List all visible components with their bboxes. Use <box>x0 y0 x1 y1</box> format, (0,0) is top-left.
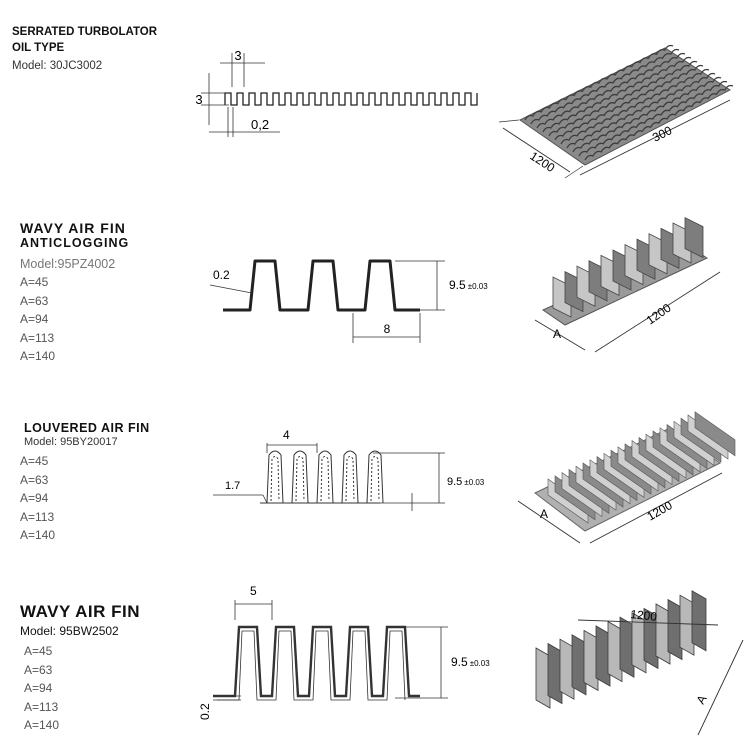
a-value: A=113 <box>20 509 55 524</box>
dim-pitch-label: 5 <box>250 584 257 598</box>
dim-a-label: A <box>540 507 548 521</box>
wavy-fin-profile-drawing: 5 9.5±0.03 0.2 <box>198 584 490 720</box>
fin-row <box>530 48 680 125</box>
a-value: A=140 <box>20 349 56 363</box>
dim-height-label: 9.5±0.03 <box>451 655 490 669</box>
a-value: A=140 <box>24 718 60 732</box>
section-title-line-1: LOUVERED AIR FIN <box>24 421 150 435</box>
dim-a-label: A <box>693 693 709 707</box>
wavy-fin-3d-view: 1200 A <box>535 590 744 736</box>
a-value: A=63 <box>20 293 49 308</box>
wavy-profile-inner <box>217 630 406 701</box>
louver-inner <box>270 456 280 502</box>
fin-plate <box>684 216 704 259</box>
wavy-profile-line <box>213 625 420 698</box>
section-title-line-1: WAVY AIR FIN <box>20 220 126 236</box>
serrated-profile-line <box>224 92 478 106</box>
dim-thickness-label: 0.2 <box>213 268 230 282</box>
a-value: A=63 <box>20 472 49 487</box>
wavy-fin-3d-view: A 1200 <box>534 216 721 353</box>
louvered-profile-drawing: 4 9.5±0.03 1.7 <box>213 428 485 511</box>
dim-height-label: 9.5±0.03 <box>447 476 485 488</box>
louver-inner <box>370 456 380 502</box>
fin-row <box>548 60 698 137</box>
model-number: Model: 30JC3002 <box>12 60 103 72</box>
section-title-line-1: SERRATED TURBOLATOR <box>12 26 158 38</box>
a-value: A=94 <box>20 312 49 326</box>
a-value: A=45 <box>20 454 49 468</box>
fin-row <box>572 76 722 153</box>
dim-pitch-label: 8 <box>384 322 391 336</box>
section-title-line-1: WAVY AIR FIN <box>20 602 140 621</box>
dim-a-label: A <box>553 327 561 341</box>
louver-inner <box>295 456 305 502</box>
model-number: Model: 95BY20017 <box>24 436 118 448</box>
dim-pitch-label: 4 <box>283 428 290 442</box>
section-louvered-air-fin: LOUVERED AIR FIN Model: 95BY20017 A=45 A… <box>0 411 753 578</box>
a-value: A=94 <box>20 491 49 505</box>
louvered-fin-3d-view: A 1200 <box>517 411 736 544</box>
a-value: A=63 <box>24 662 53 677</box>
dim-thickness-label: 0,2 <box>251 117 269 132</box>
fin-row <box>566 72 716 149</box>
a-value: A=45 <box>24 644 53 658</box>
louver-loop <box>291 450 309 504</box>
section-wavy-air-fin: WAVY AIR FIN Model: 95BW2502 A=45 A=63 A… <box>0 580 753 743</box>
louver-loop <box>341 450 359 504</box>
louver-inner <box>320 456 330 502</box>
dim-width-label: 1200 <box>527 149 557 175</box>
a-values-list: A=45 A=63 A=94 A=113 A=140 <box>20 273 55 366</box>
louver-plate <box>694 411 736 457</box>
a-value: A=94 <box>24 681 53 695</box>
fin-row <box>554 64 704 141</box>
dim-height-label: 3 <box>195 92 202 107</box>
dim-length-label: 1200 <box>645 498 675 524</box>
a-value: A=113 <box>24 699 59 714</box>
wavy-profile-line <box>223 259 420 312</box>
a-value: A=113 <box>20 330 55 345</box>
louver-loop <box>366 450 384 504</box>
dim-length-label: 1200 <box>630 607 658 624</box>
section-wavy-air-fin-anticlogging: WAVY AIR FIN ANTICLOGGING Model:95PZ4002… <box>0 215 753 385</box>
dim-height-label: 9.5±0.03 <box>449 278 488 292</box>
a-values-list: A=45 A=63 A=94 A=113 A=140 <box>24 642 59 735</box>
serrated-fin-3d-view: 1200 300 <box>498 44 734 179</box>
louver-loop <box>316 450 334 504</box>
fin-row <box>536 52 686 129</box>
louver-loop <box>266 450 284 504</box>
a-values-list: A=45 A=63 A=94 A=113 A=140 <box>20 452 55 545</box>
fin-plate <box>691 590 707 652</box>
fin-row <box>578 80 728 157</box>
serrated-profile-drawing: 3 3 0,2 <box>195 48 478 137</box>
fin-row <box>524 44 674 121</box>
dim-pitch-label: 3 <box>234 48 241 63</box>
a-value: A=140 <box>20 528 56 542</box>
model-number: Model: 95BW2502 <box>20 624 119 638</box>
section-title-line-2: OIL TYPE <box>12 42 65 54</box>
model-number: Model:95PZ4002 <box>20 257 116 271</box>
dim-thickness-label: 0.2 <box>198 703 212 720</box>
a-value: A=45 <box>20 275 49 289</box>
fin-row <box>560 68 710 145</box>
section-serrated-turbolator: SERRATED TURBOLATOR OIL TYPE Model: 30JC… <box>0 0 753 195</box>
fin-row <box>542 56 692 133</box>
section-title-line-2: ANTICLOGGING <box>20 236 130 250</box>
wavy-profile-drawing: 9.5±0.03 8 0.2 <box>209 259 488 343</box>
dim-offset-label: 1.7 <box>225 480 240 492</box>
louver-inner <box>345 456 355 502</box>
fin-row <box>584 84 734 161</box>
